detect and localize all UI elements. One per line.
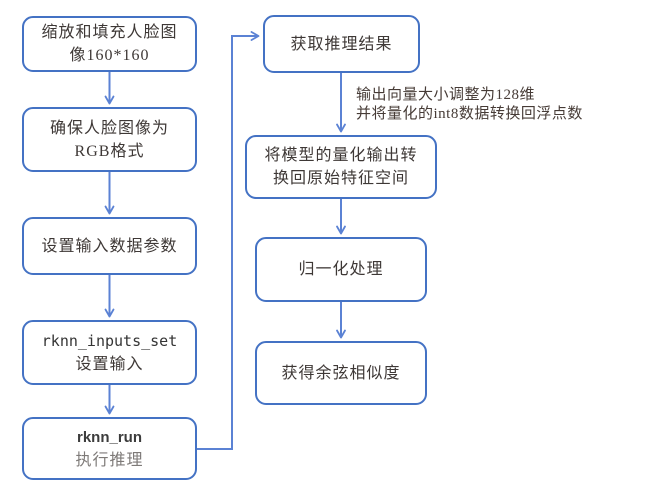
annotation-line: 输出向量大小调整为128维 bbox=[356, 87, 536, 103]
flow-node-dequantize-output: 将模型的量化输出转 换回原始特征空间 bbox=[245, 135, 437, 199]
connector-run-to-result bbox=[197, 31, 260, 450]
annotation-line: 并将量化的int8数据转换回浮点数 bbox=[356, 106, 583, 122]
node-label: 像160*160 bbox=[69, 47, 150, 64]
node-label: 将模型的量化输出转 bbox=[264, 147, 418, 164]
node-label-code: rknn_run bbox=[76, 428, 142, 446]
node-label: 归一化处理 bbox=[298, 261, 384, 278]
annotation-dequantize-note: 输出向量大小调整为128维 并将量化的int8数据转换回浮点数 bbox=[356, 86, 583, 124]
node-label: 获得余弦相似度 bbox=[281, 364, 401, 382]
node-label: 设置输入 bbox=[75, 355, 144, 373]
node-label: 缩放和填充人脸图 bbox=[41, 24, 178, 41]
node-label: 设置输入数据参数 bbox=[41, 237, 178, 255]
flow-node-set-input-params: 设置输入数据参数 bbox=[22, 217, 197, 275]
node-label: 执行推理 bbox=[75, 451, 144, 469]
flow-node-scale-pad-face: 缩放和填充人脸图 像160*160 bbox=[22, 16, 197, 72]
flow-node-ensure-rgb: 确保人脸图像为 RGB格式 bbox=[22, 107, 197, 172]
flow-node-cosine-similarity: 获得余弦相似度 bbox=[255, 341, 427, 405]
flow-node-normalize: 归一化处理 bbox=[255, 237, 427, 302]
flow-node-get-inference-result: 获取推理结果 bbox=[263, 15, 420, 73]
node-label: 确保人脸图像为 bbox=[49, 119, 169, 137]
node-label: RGB格式 bbox=[74, 142, 145, 160]
flow-node-rknn-run: rknn_run 执行推理 bbox=[22, 417, 197, 480]
node-label-code: rknn_inputs_set bbox=[41, 331, 178, 350]
node-label: 换回原始特征空间 bbox=[272, 170, 409, 187]
node-label: 获取推理结果 bbox=[290, 35, 393, 53]
flow-node-rknn-inputs-set: rknn_inputs_set 设置输入 bbox=[22, 320, 197, 385]
